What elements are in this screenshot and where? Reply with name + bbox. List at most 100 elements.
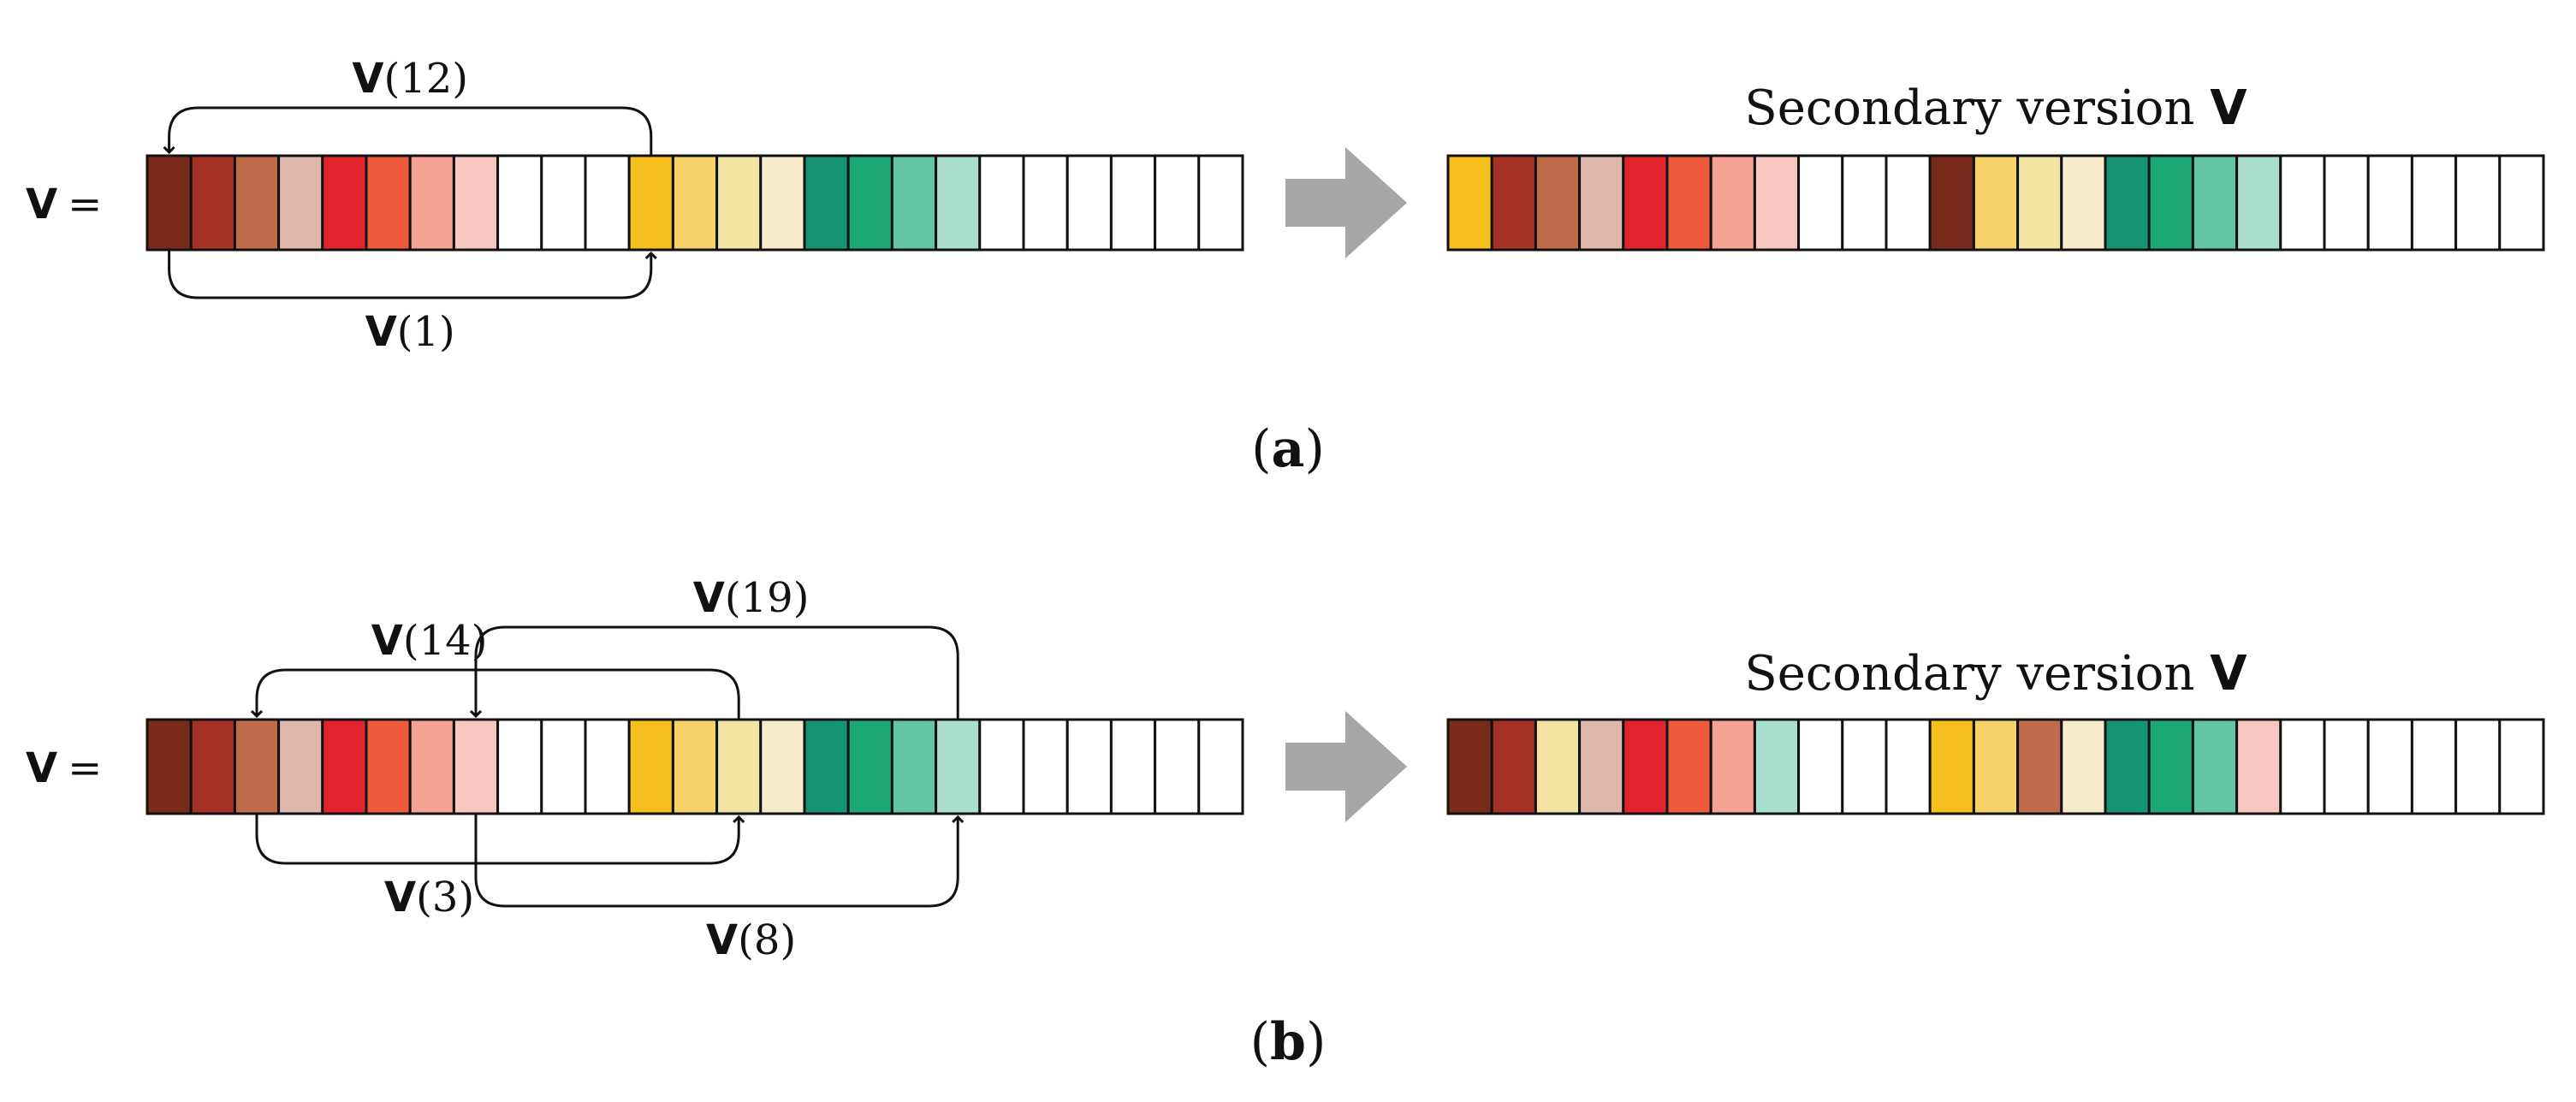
vector-label: V= [26,744,102,792]
secondary-cell [2191,154,2239,252]
panel-a: V=Secondary version VV(12)V(1)(a) [26,55,2545,479]
original-cell [759,154,806,252]
swap-arrow [169,106,653,156]
secondary-cell [2104,718,2151,815]
secondary-cell [1972,718,2020,815]
secondary-cell [1578,718,1625,815]
original-cell [890,154,938,252]
secondary-cell [1841,154,1888,252]
secondary-cell [1709,154,1756,252]
original-cell [671,154,719,252]
transform-arrow-icon [1285,147,1407,258]
original-cell [452,718,500,815]
original-cell [1022,154,1069,252]
original-cell [540,718,587,815]
original-cell [408,718,455,815]
secondary-cell [1753,154,1801,252]
swap-label-symbol: V [693,574,725,622]
secondary-cell [2366,154,2413,252]
swap-label: V(19) [693,574,810,622]
secondary-cell [1490,154,1537,252]
subfigure-label: (b) [1250,1012,1327,1072]
secondary-cell [1534,154,1582,252]
original-cell [846,154,893,252]
secondary-cell [2366,718,2413,815]
secondary-cell [2498,154,2545,252]
original-cell [1197,154,1244,252]
secondary-cell [1928,718,1975,815]
swap-label: V(8) [706,916,796,964]
original-cell [145,154,193,252]
original-cell [540,154,587,252]
swap-label-symbol: V [371,617,403,665]
swap-label: V(14) [371,617,488,665]
original-cell [321,154,368,252]
original-cell [145,718,193,815]
secondary-version-text: Secondary version [1744,646,2210,702]
secondary-cell [1972,154,2020,252]
original-cell [715,154,763,252]
original-cell [321,718,368,815]
original-cell [715,718,763,815]
secondary-cell [2235,718,2282,815]
secondary-cell [1534,718,1582,815]
swap-label-arg: (3) [416,874,474,921]
swap-label-symbol: V [352,55,383,103]
secondary-cell [1753,718,1801,815]
original-cell [935,718,982,815]
secondary-cell [1446,718,1493,815]
secondary-cell [2147,154,2194,252]
vector-symbol: V [26,744,57,792]
secondary-cell [1797,718,1844,815]
secondary-cell [1797,154,1844,252]
equals-sign: = [68,181,102,228]
secondary-cell [1622,718,1669,815]
original-cell [584,154,631,252]
swap-label: V(1) [365,308,455,356]
secondary-cell [2454,154,2502,252]
secondary-cell [2191,718,2239,815]
swap-label-symbol: V [365,308,397,356]
secondary-cell [1928,154,1975,252]
secondary-cell [2323,154,2370,252]
swap-arrow [255,814,739,865]
secondary-cell [1622,154,1669,252]
original-cell [584,718,631,815]
panel-b: V=Secondary version VV(14)V(19)V(3)V(8)(… [26,574,2545,1072]
secondary-version-text: Secondary version [1744,80,2210,136]
secondary-cell [2060,718,2107,815]
swap-label: V(3) [384,874,474,921]
original-cell [233,718,281,815]
transform-arrow-icon [1285,711,1407,822]
original-cell [277,154,324,252]
original-cell [189,154,236,252]
original-cell [759,718,806,815]
swap-label-arg: (12) [384,55,469,103]
swap-arrow [474,814,958,908]
swap-label: V(12) [352,55,468,103]
secondary-cell [1490,718,1537,815]
original-cell [803,154,850,252]
secondary-cell [2279,718,2326,815]
secondary-version-symbol: V [2210,80,2247,136]
secondary-cell [2410,154,2458,252]
original-cell [627,718,674,815]
secondary-cell [1885,154,1932,252]
original-cell [1197,718,1244,815]
secondary-cell [2104,154,2151,252]
swap-label-arg: (14) [403,617,488,665]
original-cell [890,718,938,815]
secondary-cell [2323,718,2370,815]
original-cell [671,718,719,815]
secondary-cell [2410,718,2458,815]
swap-label-symbol: V [384,874,416,921]
secondary-version-symbol: V [2210,646,2247,702]
subfigure-label: (a) [1251,419,1325,479]
secondary-cell [2147,718,2194,815]
original-cell [803,718,850,815]
original-cell [233,154,281,252]
swap-arrow [476,625,959,720]
secondary-cell [1665,718,1712,815]
